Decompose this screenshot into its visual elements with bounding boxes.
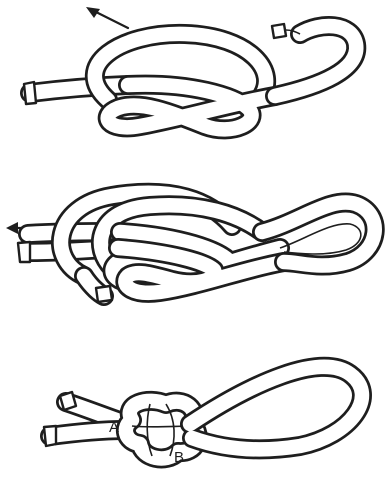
label-a: A <box>109 419 119 436</box>
step-1-working-end <box>270 22 288 40</box>
label-b: B <box>174 449 184 466</box>
step-2-knot-doubled <box>6 182 385 306</box>
step-1-arrow-icon <box>86 7 130 30</box>
step-3-knot-tightened: A B <box>40 356 372 469</box>
step-2-working-end <box>94 284 114 304</box>
step-1-knot-loose <box>20 7 367 140</box>
